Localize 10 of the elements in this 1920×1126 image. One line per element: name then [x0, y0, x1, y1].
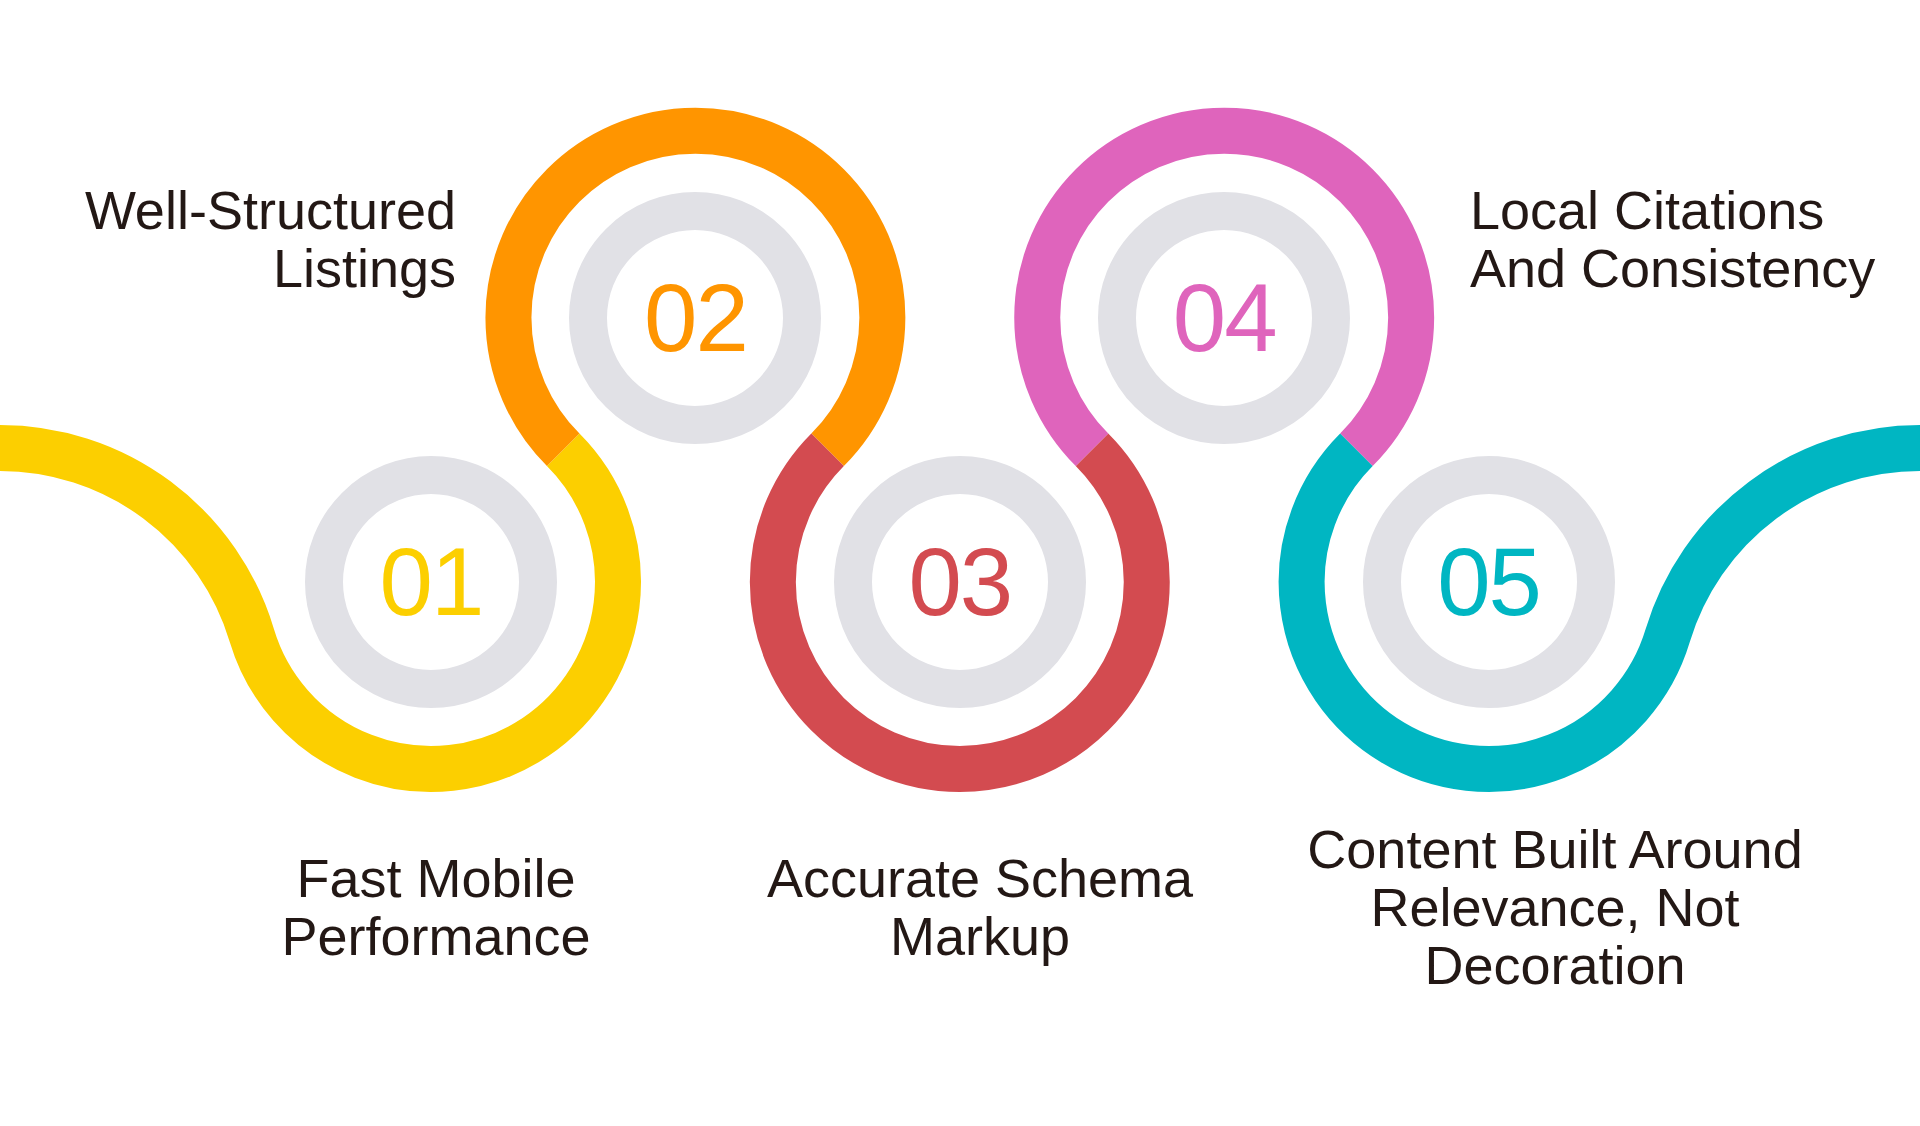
step-title: Fast Mobile Performance	[280, 849, 592, 965]
step-title: Content Built Around Relevance, Not Decoration	[1306, 820, 1804, 994]
step-title: Local Citations And Consistency	[1470, 181, 1877, 297]
step-title: Well-Structured Listings	[83, 181, 456, 297]
step-number: 03	[908, 534, 1012, 630]
step-number: 05	[1437, 534, 1540, 630]
step-number: 01	[379, 534, 483, 630]
step-number: 02	[644, 269, 747, 366]
step-title: Accurate Schema Markup	[765, 849, 1195, 965]
step-number: 04	[1172, 269, 1276, 366]
